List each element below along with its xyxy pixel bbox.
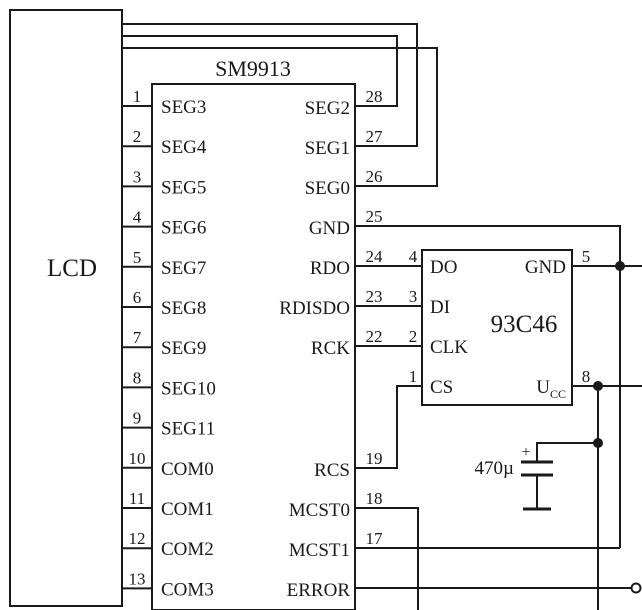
wire-seg0-loop (122, 47, 438, 187)
right-pin-number: 22 (366, 327, 383, 346)
right-pin-number: 24 (366, 247, 384, 266)
left-pin-number: 4 (133, 208, 142, 227)
lcd-label: LCD (47, 255, 97, 282)
left-pin-number: 8 (133, 368, 142, 387)
left-pin-label: SEG3 (161, 97, 206, 118)
right-pin-number: 26 (366, 167, 383, 186)
left-pin-label: SEG11 (161, 419, 215, 440)
93c46-pin-number: 8 (582, 367, 591, 386)
wire-mcst0 (355, 507, 419, 610)
left-pin-number: 10 (129, 449, 146, 468)
left-pin-label: SEG6 (161, 218, 206, 239)
wire-gnd-rail (355, 225, 621, 548)
93c46-pin-number: 4 (409, 247, 418, 266)
left-pin-number: 6 (133, 288, 142, 307)
sm9913-name: SM9913 (215, 56, 291, 81)
right-pin-number: 23 (366, 287, 383, 306)
left-pin-number: 13 (129, 569, 146, 588)
right-pin-label: ERROR (287, 580, 351, 601)
93c46-pin-number: 1 (409, 367, 418, 386)
right-pin-label: RDISDO (279, 298, 350, 319)
93c46-pin-label: CS (430, 377, 453, 398)
wire-seg2-loop (122, 35, 398, 107)
right-pin-label: RCS (314, 460, 350, 481)
junction-gnd (615, 261, 625, 271)
left-pin-label: SEG10 (161, 378, 216, 399)
93c46-pin-label: GND (525, 257, 566, 278)
right-pin-label: RDO (310, 258, 350, 279)
right-pin-label: SEG0 (305, 178, 350, 199)
93c46-name: 93C46 (491, 311, 558, 338)
wire-seg1-loop (122, 23, 418, 147)
right-pin-label: GND (309, 218, 350, 239)
left-pin-number: 2 (133, 127, 142, 146)
93c46-pin-number: 3 (409, 287, 418, 306)
sm9913-right-pins: SEG228SEG127SEG026GND25RDO24RDISDO23RCK2… (279, 87, 422, 601)
right-pin-number: 17 (366, 529, 384, 548)
left-pin-number: 3 (133, 167, 142, 186)
right-pin-label: MCST0 (289, 500, 350, 521)
left-pin-label: COM3 (161, 579, 214, 600)
left-pin-label: SEG7 (161, 258, 206, 279)
left-pin-number: 11 (129, 489, 145, 508)
right-pin-number: 28 (366, 87, 383, 106)
lcd-block (9, 9, 123, 607)
error-terminal (630, 582, 642, 594)
93c46-pin-number: 2 (409, 327, 418, 346)
right-pin-number: 25 (366, 207, 383, 226)
93c46-pin-number: 5 (582, 247, 591, 266)
93c46-pin-label: CLK (430, 337, 468, 358)
left-pin-number: 1 (133, 87, 142, 106)
left-pin-number: 7 (133, 328, 142, 347)
sm9913-chip (151, 83, 356, 610)
left-pin-label: SEG8 (161, 298, 206, 319)
93c46-pin-label: DI (430, 297, 450, 318)
right-pin-number: 27 (366, 127, 384, 146)
left-pin-number: 12 (129, 529, 146, 548)
right-pin-label: SEG2 (305, 98, 350, 119)
left-pin-label: SEG5 (161, 177, 206, 198)
93c46-chip (421, 249, 573, 406)
left-pin-label: COM2 (161, 539, 214, 560)
capacitor-value: 470µ (475, 458, 515, 479)
left-pin-label: COM1 (161, 499, 214, 520)
right-pin-label: SEG1 (305, 138, 350, 159)
right-pin-label: MCST1 (289, 540, 350, 561)
capacitor-polarity: + (521, 444, 530, 461)
wire-cap-top (536, 442, 598, 462)
left-pin-label: COM0 (161, 459, 214, 480)
left-pin-label: SEG9 (161, 338, 206, 359)
left-pin-number: 5 (133, 248, 142, 267)
left-pin-number: 9 (133, 409, 142, 428)
right-pin-label: RCK (311, 338, 350, 359)
wire-rcs-cs (355, 385, 422, 469)
left-pin-label: SEG4 (161, 137, 207, 158)
right-pin-number: 18 (366, 489, 383, 508)
right-pin-number: 19 (366, 449, 383, 468)
93c46-pin-label: DO (430, 257, 457, 278)
